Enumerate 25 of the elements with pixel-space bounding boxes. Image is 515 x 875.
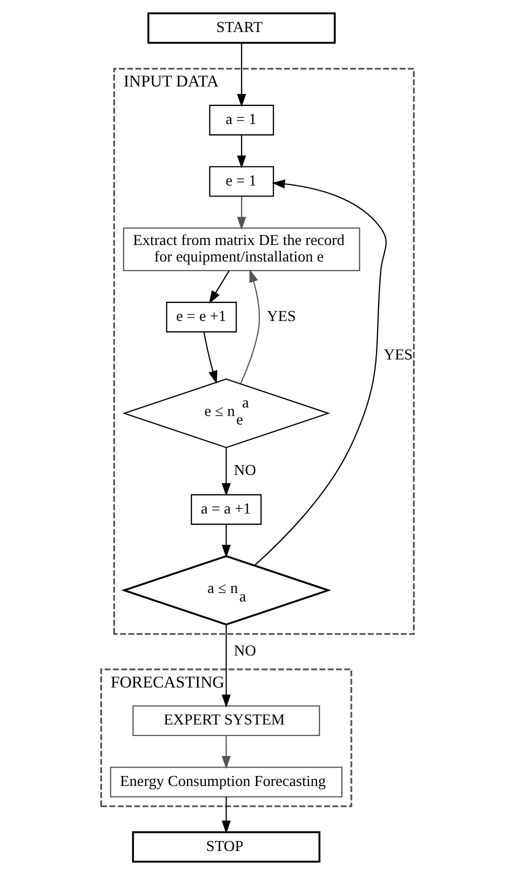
arrow [254,179,387,566]
node-box: Extract from matrix DE the record for equipment/installation e [123,227,360,272]
arrow [203,332,218,384]
arrow [222,736,231,770]
arrow [237,196,246,230]
node-box: e = 1 [209,166,274,197]
node-box: a = a +1 [190,494,262,525]
arrow [222,448,231,496]
node-box: a = 1 [209,104,274,136]
node-box: EXPERT SYSTEM [132,705,320,736]
node-box: e = e +1 [166,302,237,332]
node-box: Energy Consumption Forecasting [110,766,342,798]
node-box: START [147,12,336,44]
edge-label: YES [266,308,296,326]
arrow [208,270,230,304]
arrow [237,134,246,168]
arrow [222,624,231,708]
arrow [222,796,231,834]
edge-label: NO [234,642,256,660]
arrow [237,42,246,107]
arrow [240,269,260,384]
node-box: STOP [132,831,320,863]
edge-label: NO [234,462,256,480]
arrow [222,524,231,558]
edge-label: YES [384,346,413,364]
